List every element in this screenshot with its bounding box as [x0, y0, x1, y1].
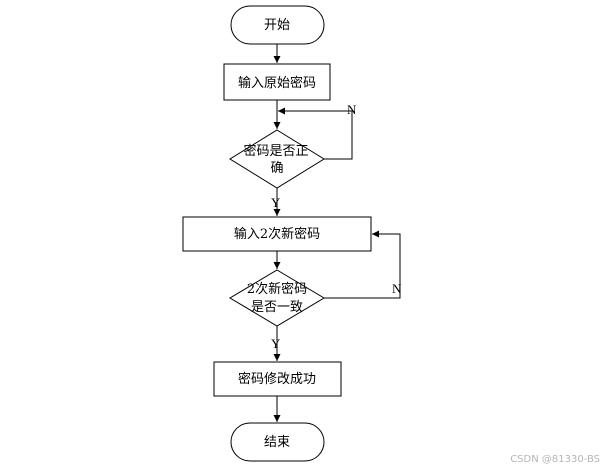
input-new-label: 输入2次新密码	[234, 226, 320, 242]
end-label: 结束	[264, 435, 290, 450]
end-terminator	[230, 422, 325, 462]
check-correct-diamond	[229, 129, 325, 189]
check-same-diamond	[229, 269, 325, 327]
check-same-label-line2: 是否一致	[251, 300, 303, 315]
check-correct-no-label: N	[347, 102, 357, 117]
success-label: 密码修改成功	[238, 371, 316, 387]
check-same-label-line1: 2次新密码	[247, 281, 307, 297]
check-same-yes-label: Y	[271, 336, 281, 351]
check-correct-label-line2: 确	[270, 161, 283, 176]
arrow-check-same-no-loop	[324, 230, 401, 299]
csdn-watermark: CSDN @81330-BS	[510, 454, 600, 465]
check-correct-label-line1: 密码是否正	[243, 143, 308, 159]
arrow-check-correct-no-loop	[278, 107, 353, 160]
start-label: 开始	[264, 18, 290, 33]
check-same-no-label: N	[392, 281, 402, 296]
input-new-box	[182, 216, 372, 252]
input-original-box	[223, 63, 331, 101]
input-original-label: 输入原始密码	[238, 75, 316, 91]
check-correct-yes-label: Y	[271, 195, 281, 210]
